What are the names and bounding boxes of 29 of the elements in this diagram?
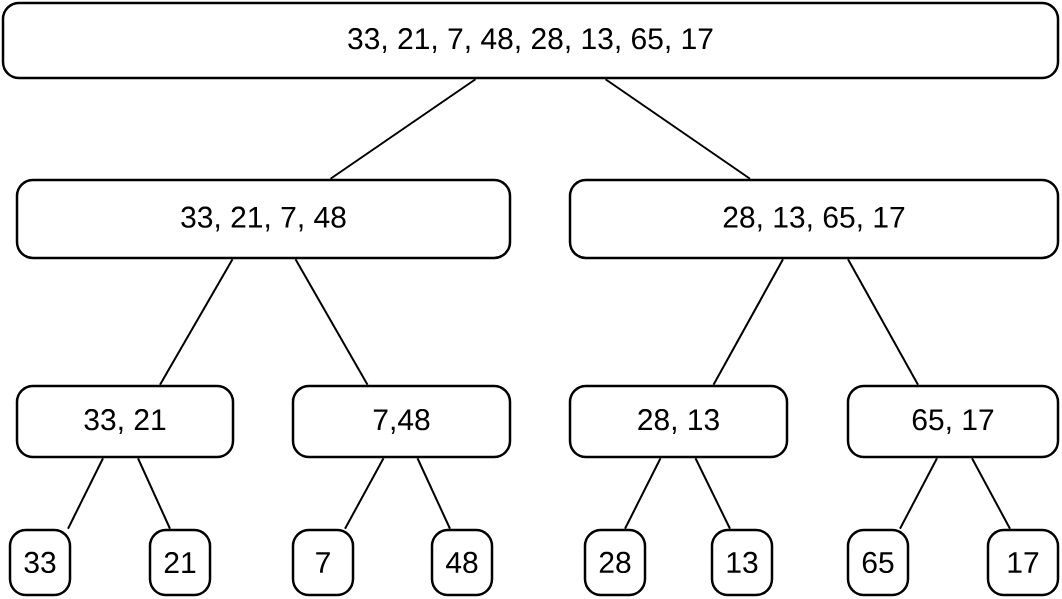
connector-line [159,258,234,386]
tree-box: 13 [710,528,774,597]
connector-line [712,258,784,386]
tree-box: 33 [8,528,72,597]
connector-line [67,457,104,530]
connector-line [694,457,731,530]
connector-line [416,457,451,530]
tree-box: 33, 21, 7, 48, 28, 13, 65, 17 [1,1,1060,80]
tree-box: 7 [291,528,355,597]
connector-line [847,258,919,386]
connector-line [899,457,938,530]
tree-box: 65, 17 [846,384,1060,459]
connector-line [971,457,1011,530]
connector-line [294,258,369,386]
connector-line [624,457,662,530]
tree-box: 17 [986,528,1060,597]
tree-box: 7,48 [291,384,512,459]
tree-box: 28 [583,528,647,597]
connector-line [344,457,385,530]
connector-line [604,78,751,180]
connector-line [329,78,477,180]
tree-box: 33, 21 [15,384,235,459]
tree-box: 21 [148,528,212,597]
tree-box: 33, 21, 7, 48 [15,178,512,260]
tree-box: 48 [430,528,494,597]
tree-box: 65 [846,528,910,597]
tree-box: 28, 13, 65, 17 [568,178,1060,260]
tree-box: 28, 13 [568,384,789,459]
connector-line [137,457,171,530]
